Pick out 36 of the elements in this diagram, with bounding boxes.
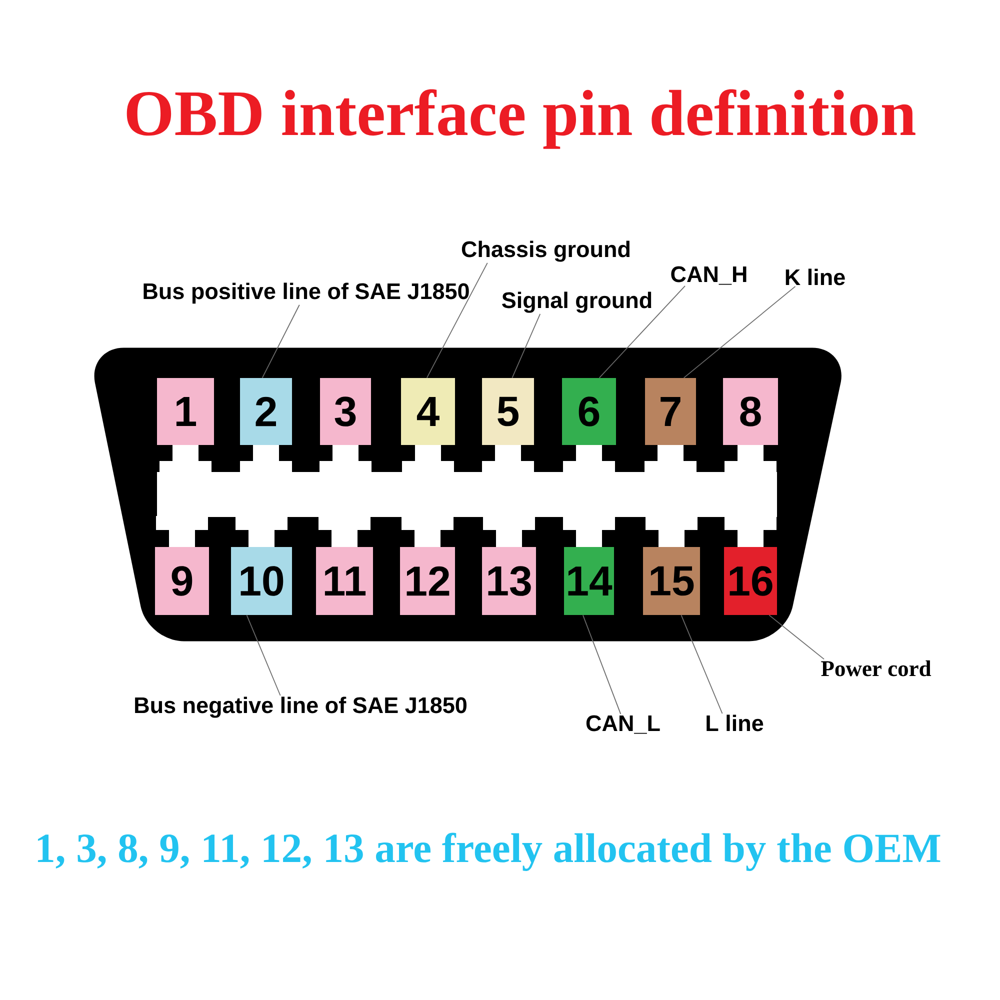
pin-label: CAN_L [586, 715, 660, 734]
leader-line [246, 614, 281, 696]
pin-box: 15 [643, 547, 700, 615]
pin-box: 16 [724, 547, 777, 615]
pin-label: Power cord [821, 660, 932, 676]
pin-label: CAN_H [671, 266, 746, 285]
pin-box: 12 [400, 547, 455, 615]
pin-box: 11 [316, 547, 373, 615]
leader-line [582, 614, 622, 715]
pin-box: 9 [155, 547, 209, 615]
pin-box: 7 [645, 378, 696, 445]
pin-box: 3 [320, 378, 371, 445]
pin-label: Bus negative line of SAE J1850 [135, 696, 466, 718]
caption: 1, 3, 8, 9, 11, 12, 13 are freely allocated by the OEM [38, 832, 940, 871]
leader-line [683, 286, 796, 378]
pin-box: 8 [723, 378, 778, 445]
leader-line [262, 304, 300, 378]
pin-box: 4 [401, 378, 455, 445]
title: OBD interface pin definition [126, 89, 916, 149]
leader-line [680, 614, 723, 714]
pin-box: 6 [562, 378, 616, 445]
leader-line [512, 314, 541, 378]
pin-box: 2 [240, 378, 292, 445]
pin-box: 10 [231, 547, 292, 615]
pin-label: Chassis ground [462, 240, 630, 262]
pin-label: Bus positive line of SAE J1850 [144, 282, 469, 304]
pin-label: L line [706, 714, 764, 732]
leader-line [426, 262, 488, 378]
leader-line [598, 286, 686, 378]
pin-label: Signal ground [502, 292, 652, 313]
pin-box: 14 [564, 547, 614, 615]
pin-box: 5 [482, 378, 534, 445]
pin-box: 13 [482, 547, 536, 615]
leader-line [768, 614, 824, 660]
pin-box: 1 [157, 378, 214, 445]
pin-label: K line [786, 268, 845, 286]
